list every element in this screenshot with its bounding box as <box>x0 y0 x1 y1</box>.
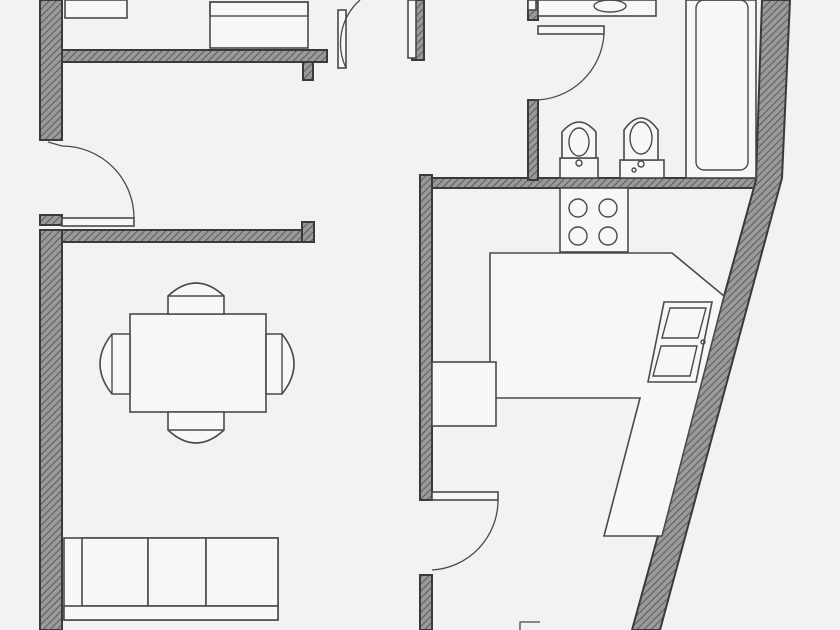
closet-door-leaf[interactable] <box>407 0 417 59</box>
entrance-door-swing <box>519 621 540 630</box>
wall-hall-bottom <box>61 229 313 243</box>
hallway-door-jamb <box>47 141 63 147</box>
burner-3 <box>568 226 588 246</box>
hallway-door-leaf <box>61 217 135 227</box>
bedroom-fixtures <box>64 0 309 49</box>
wall-bath-left <box>527 99 539 181</box>
kitchen-door-leaf <box>431 491 499 501</box>
bathtub <box>685 0 757 179</box>
wall-left-hall-stub <box>39 214 63 226</box>
walls <box>39 0 792 630</box>
bathroom-door-leaf <box>527 0 537 11</box>
burner-2 <box>598 198 618 218</box>
bathroom-fixtures <box>537 0 757 179</box>
bathroom-door-swing <box>533 33 605 101</box>
kitchen-appliance <box>431 361 497 427</box>
bedroom-furniture-left <box>64 0 128 19</box>
wall-center-bottom <box>419 574 433 630</box>
wall-right-outer <box>630 0 792 630</box>
wall-left-upper <box>39 0 63 141</box>
hallway-door[interactable] <box>47 141 135 227</box>
dining-set <box>99 282 295 444</box>
bathtub-inner <box>695 0 749 171</box>
hallway-door-swing <box>61 145 135 219</box>
bedroom-door-swing <box>339 0 361 69</box>
bathroom-door[interactable] <box>527 0 605 101</box>
cooktop <box>559 187 629 253</box>
kitchen-door-swing <box>431 499 499 571</box>
double-sink <box>647 301 713 383</box>
bidet <box>559 121 599 179</box>
burner-1 <box>568 198 588 218</box>
burner-4 <box>598 226 618 246</box>
bedroom-door[interactable] <box>337 0 361 69</box>
washbasin-bowl <box>593 0 627 13</box>
sofa-back <box>63 605 279 621</box>
wall-center-kitchen <box>419 174 433 501</box>
sofa <box>63 537 279 621</box>
wall-left-living <box>39 229 63 630</box>
bedroom-door-leaf <box>337 9 347 69</box>
wall-bedroom-stub <box>302 61 314 81</box>
wall-bedroom-bottom <box>61 49 328 63</box>
wall-kitchen-top <box>431 177 759 189</box>
bedroom-bed-pillow <box>209 1 309 17</box>
wall-hall-bottom-stub <box>301 221 315 243</box>
sofa-cushion-2 <box>147 537 207 607</box>
dining-chair <box>167 282 225 315</box>
dining-chair <box>265 333 295 395</box>
dining-table <box>129 313 267 413</box>
bathroom-door-panel <box>537 25 605 35</box>
kitchen-fixtures <box>431 187 725 537</box>
dining-chair <box>99 333 131 395</box>
washbasin <box>537 0 657 17</box>
bedroom-bed <box>209 1 309 49</box>
toilet <box>619 117 665 179</box>
sofa-cushion-1 <box>81 537 149 607</box>
dining-chair <box>167 411 225 444</box>
sofa-cushion-3 <box>205 537 279 607</box>
kitchen-door[interactable] <box>431 491 499 571</box>
